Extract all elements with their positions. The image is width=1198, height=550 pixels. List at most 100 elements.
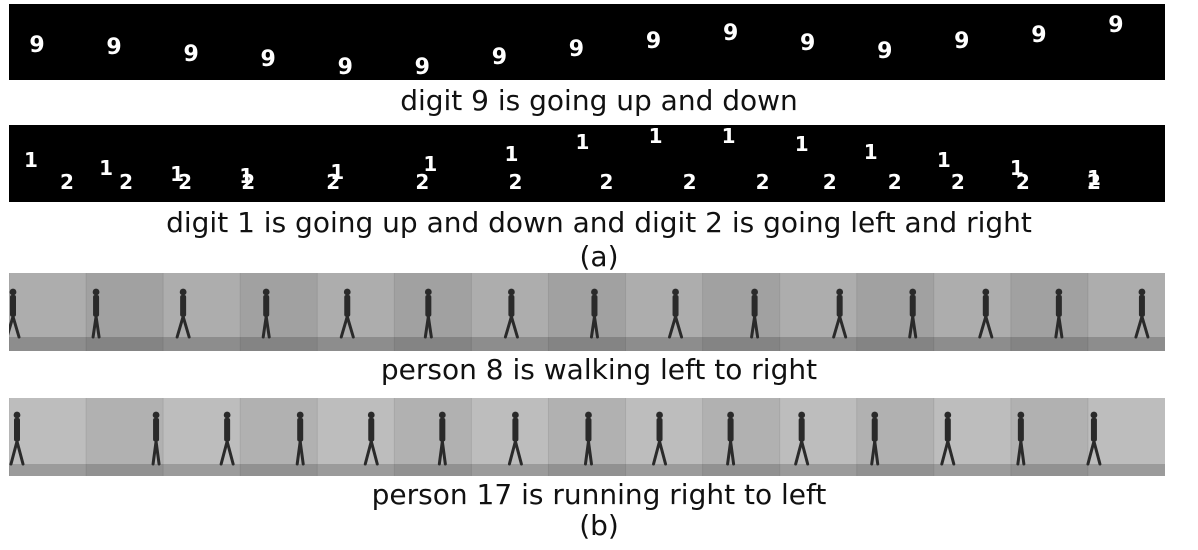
digit-1-mark: 1 <box>576 130 590 154</box>
digit-1-mark: 1 <box>24 148 38 172</box>
running-person-figure <box>794 411 810 466</box>
digit-2-mark: 2 <box>683 170 697 194</box>
running-video-frame <box>317 398 395 476</box>
walking-person-figure <box>423 288 433 339</box>
digit-9-mark: 9 <box>183 42 198 67</box>
digits-1-2-caption: digit 1 is going up and down and digit 2… <box>166 206 1032 239</box>
walking-person-figure <box>832 288 848 339</box>
running-person-figure <box>219 411 235 466</box>
digit-1-mark: 1 <box>423 152 437 176</box>
digit-1-mark: 1 <box>99 156 113 180</box>
walking-video-frame <box>317 273 395 351</box>
walking-video-frame <box>548 273 626 351</box>
digit-1-mark: 1 <box>649 125 663 148</box>
digit-2-mark: 2 <box>1087 170 1101 194</box>
running-person-figure <box>363 411 379 466</box>
running-person-figure <box>1016 411 1026 466</box>
running-person-figure <box>583 411 593 466</box>
digit-9-mark: 9 <box>106 35 121 60</box>
digit-1-mark: 1 <box>795 132 809 156</box>
walking-video-frame <box>933 273 1011 351</box>
running-video-frame <box>394 398 472 476</box>
digit-9-mark: 9 <box>877 39 892 64</box>
walking-person-figure <box>261 288 271 339</box>
digit-9-mark: 9 <box>646 29 661 54</box>
digit-2-mark: 2 <box>756 170 770 194</box>
walking-video-frame <box>240 273 318 351</box>
digit-2-mark: 2 <box>888 170 902 194</box>
walking-video-frame <box>163 273 241 351</box>
person-walking-caption: person 8 is walking left to right <box>380 353 818 386</box>
running-video-frame <box>856 398 934 476</box>
person-walking-frame-strip <box>9 273 1165 351</box>
walking-person-figure <box>339 288 355 339</box>
running-person-figure <box>726 411 736 466</box>
running-video-frame <box>779 398 857 476</box>
running-person-figure <box>652 411 668 466</box>
digit-1-mark: 1 <box>864 140 878 164</box>
digit-2-mark: 2 <box>178 170 192 194</box>
person-walking-frames <box>9 273 1165 351</box>
digit-1-mark: 1 <box>330 160 344 184</box>
person-running-frames <box>9 398 1165 476</box>
digit-9-mark: 9 <box>800 31 815 56</box>
walking-person-figure <box>978 288 994 339</box>
walking-person-figure <box>9 288 21 339</box>
walking-video-frame <box>1010 273 1088 351</box>
person-running-frame-strip <box>9 398 1165 476</box>
digit-2-mark: 2 <box>951 170 965 194</box>
digit-1-mark: 1 <box>937 148 951 172</box>
digit-2-mark: 2 <box>600 170 614 194</box>
digit-2-mark: 2 <box>241 170 255 194</box>
walking-person-figure <box>91 288 101 339</box>
digit-1-mark: 1 <box>239 164 253 188</box>
digit-9-mark: 9 <box>492 45 507 70</box>
running-person-figure <box>151 411 161 466</box>
digit-2-mark: 2 <box>119 170 133 194</box>
running-person-figure <box>1086 411 1102 466</box>
running-person-figure <box>437 411 447 466</box>
digit-2-mark: 2 <box>415 170 429 194</box>
walking-person-figure <box>175 288 191 339</box>
digit-1-mark: 1 <box>1010 156 1024 180</box>
running-person-figure <box>870 411 880 466</box>
digit-9-mark: 9 <box>415 55 430 80</box>
digit-9-mark: 9 <box>954 29 969 54</box>
digit-9-mark: 9 <box>569 37 584 62</box>
walking-video-frame <box>9 273 87 351</box>
walking-video-frame <box>702 273 780 351</box>
digit-9-mark: 9 <box>338 55 353 80</box>
walking-person-figure <box>908 288 918 339</box>
digit-1-mark: 1 <box>170 162 184 186</box>
digit-9-mark: 9 <box>29 33 44 58</box>
walking-person-figure <box>1134 288 1150 339</box>
walking-person-figure <box>589 288 599 339</box>
digit-2-mark: 2 <box>326 170 340 194</box>
walking-person-figure <box>668 288 684 339</box>
digit-1-mark: 1 <box>1087 166 1101 190</box>
digit-1-mark: 1 <box>722 125 736 148</box>
running-person-figure <box>295 411 305 466</box>
digit-9-mark: 9 <box>261 47 276 72</box>
digit-9-mark: 9 <box>1031 23 1046 48</box>
digit-9-caption: digit 9 is going up and down <box>400 84 798 117</box>
walking-video-frame <box>1087 273 1165 351</box>
walking-video-frame <box>779 273 857 351</box>
running-video-frame <box>702 398 780 476</box>
running-video-frame <box>86 398 164 476</box>
panel-b-label: (b) <box>579 509 619 542</box>
digit-2-mark: 2 <box>823 170 837 194</box>
digit-9-mark: 9 <box>1108 13 1123 38</box>
digit-1-mark: 1 <box>504 142 518 166</box>
panel-a-label: (a) <box>579 240 619 273</box>
running-person-figure <box>940 411 956 466</box>
digit-2-mark: 2 <box>60 170 74 194</box>
walking-person-figure <box>1054 288 1064 339</box>
digit-2-mark: 2 <box>1016 170 1030 194</box>
person-running-caption: person 17 is running right to left <box>371 478 827 511</box>
running-person-figure <box>9 411 25 466</box>
